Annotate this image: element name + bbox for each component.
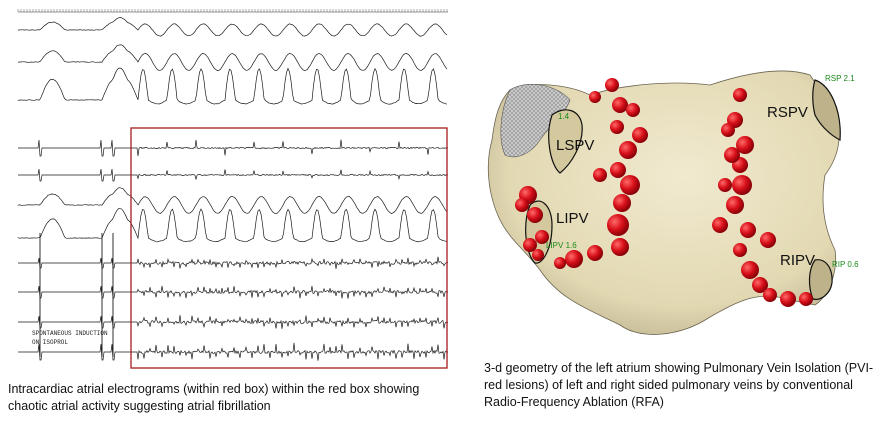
ablation-lesion: [620, 175, 640, 195]
ablation-lesion: [724, 147, 740, 163]
trace-channel: [17, 44, 448, 72]
ablation-lesion: [733, 243, 747, 257]
ablation-lesion: [610, 162, 626, 178]
ablation-lesions: [515, 78, 813, 307]
trace-channel: [18, 17, 448, 37]
lipv-label: LIPV: [556, 210, 589, 227]
electrogram-traces: [17, 17, 449, 361]
annotation-line1: SPONTANEOUS INDUCTION: [32, 330, 108, 337]
ablation-lesion: [613, 194, 631, 212]
electrogram-panel: SPONTANEOUS INDUCTION ON ISOPROL: [0, 0, 460, 372]
trace-channel: [18, 285, 449, 299]
ablation-lesion: [605, 78, 619, 92]
ablation-lesion: [732, 175, 752, 195]
ablation-lesion: [626, 103, 640, 117]
ablation-lesion: [726, 196, 744, 214]
left-atrium-map: LSPV LIPV RSPV RIPV RSP 2.1 RIP 0.6 LIPV…: [487, 70, 859, 335]
ablation-lesion: [741, 261, 759, 279]
ablation-lesion: [780, 291, 796, 307]
ablation-lesion: [718, 178, 732, 192]
ablation-lesion: [532, 249, 544, 261]
lipv-readout: LIPV 1.6: [546, 241, 577, 250]
ablation-lesion: [611, 238, 629, 256]
left-caption: Intracardiac atrial electrograms (within…: [8, 382, 420, 413]
ablation-lesion: [610, 120, 624, 134]
trace-channel: [18, 342, 449, 361]
trace-channel: [17, 208, 448, 243]
ablation-lesion: [515, 198, 529, 212]
ablation-lesion: [632, 127, 648, 143]
ablation-lesion: [733, 88, 747, 102]
lspv-readout: 1.4: [558, 112, 570, 121]
ablation-lesion: [763, 288, 777, 302]
trace-channel: [18, 315, 449, 329]
ripv-label: RIPV: [780, 252, 815, 269]
ablation-lesion: [721, 123, 735, 137]
trace-channel: [18, 256, 449, 269]
ripv-ostium: [808, 259, 833, 300]
time-tick-strip: [17, 9, 448, 13]
appendage-mesh: [500, 84, 571, 158]
ablation-lesion: [589, 91, 601, 103]
af-highlight-box: [130, 127, 448, 369]
trace-channel: [17, 67, 448, 105]
ablation-lesion: [565, 250, 583, 268]
ablation-lesion: [799, 292, 813, 306]
ablation-lesion: [523, 238, 537, 252]
ablation-lesion: [736, 136, 754, 154]
trace-channel: [18, 139, 449, 157]
ablation-lesion: [527, 207, 543, 223]
rip-readout: RIP 0.6: [832, 260, 859, 269]
trace-channel: [17, 187, 448, 215]
ablation-lesion: [607, 214, 629, 236]
lspv-ostium: [548, 109, 583, 174]
ablation-lesion: [752, 277, 768, 293]
ablation-lesion: [593, 168, 607, 182]
ablation-lesion: [760, 232, 776, 248]
rsp-readout: RSP 2.1: [825, 74, 855, 83]
right-caption: 3-d geometry of the left atrium showing …: [484, 361, 874, 409]
ablation-lesion: [612, 97, 628, 113]
ablation-lesion: [535, 230, 549, 244]
ablation-lesion: [587, 245, 603, 261]
ablation-lesion: [619, 141, 637, 159]
ablation-lesion: [712, 217, 728, 233]
rspv-label: RSPV: [767, 104, 808, 121]
ablation-lesion: [740, 222, 756, 238]
ablation-lesion: [554, 257, 566, 269]
lspv-label: LSPV: [556, 137, 594, 154]
rspv-ostium: [812, 79, 841, 141]
trace-channel: [18, 168, 449, 182]
annotation-line2: ON ISOPROL: [32, 339, 68, 346]
